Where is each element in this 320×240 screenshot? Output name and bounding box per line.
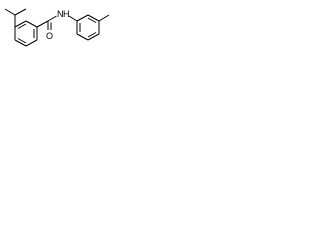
bond-lines: [4, 8, 110, 47]
nitrogen-label: N: [57, 9, 64, 19]
ring-b-bond-5: [76, 33, 89, 41]
carbonyl-to-nitrogen-bond: [47, 15, 57, 22]
chemical-structure-diagram: O N H: [4, 8, 110, 47]
ring-b-inner-bond-2: [87, 32, 97, 38]
ring-b-bond-2: [87, 14, 100, 22]
ring-b-inner-bond-1: [87, 17, 97, 23]
nitrogen-to-ring-bond: [68, 15, 78, 22]
hydrogen-label: H: [63, 9, 70, 19]
ring-a-bond-1: [14, 20, 27, 28]
ring-a-inner-bond-1: [17, 23, 27, 29]
ring-a-bond-5: [14, 39, 27, 47]
oxygen-label: O: [46, 31, 53, 41]
ring-a-bond-2: [25, 20, 38, 28]
ring-b-methyl-bond: [98, 14, 110, 22]
ring-a-bond-4: [25, 39, 38, 47]
atom-labels: O N H: [46, 9, 70, 41]
ring-b-bond-1: [76, 14, 89, 22]
isopropyl-methyl-bond-left: [4, 8, 16, 16]
isopropyl-methyl-bond-right: [14, 8, 27, 16]
ring-to-carbonyl-bond: [36, 20, 49, 28]
ring-a-inner-bond-3: [17, 38, 27, 44]
ring-b-bond-4: [87, 33, 100, 41]
